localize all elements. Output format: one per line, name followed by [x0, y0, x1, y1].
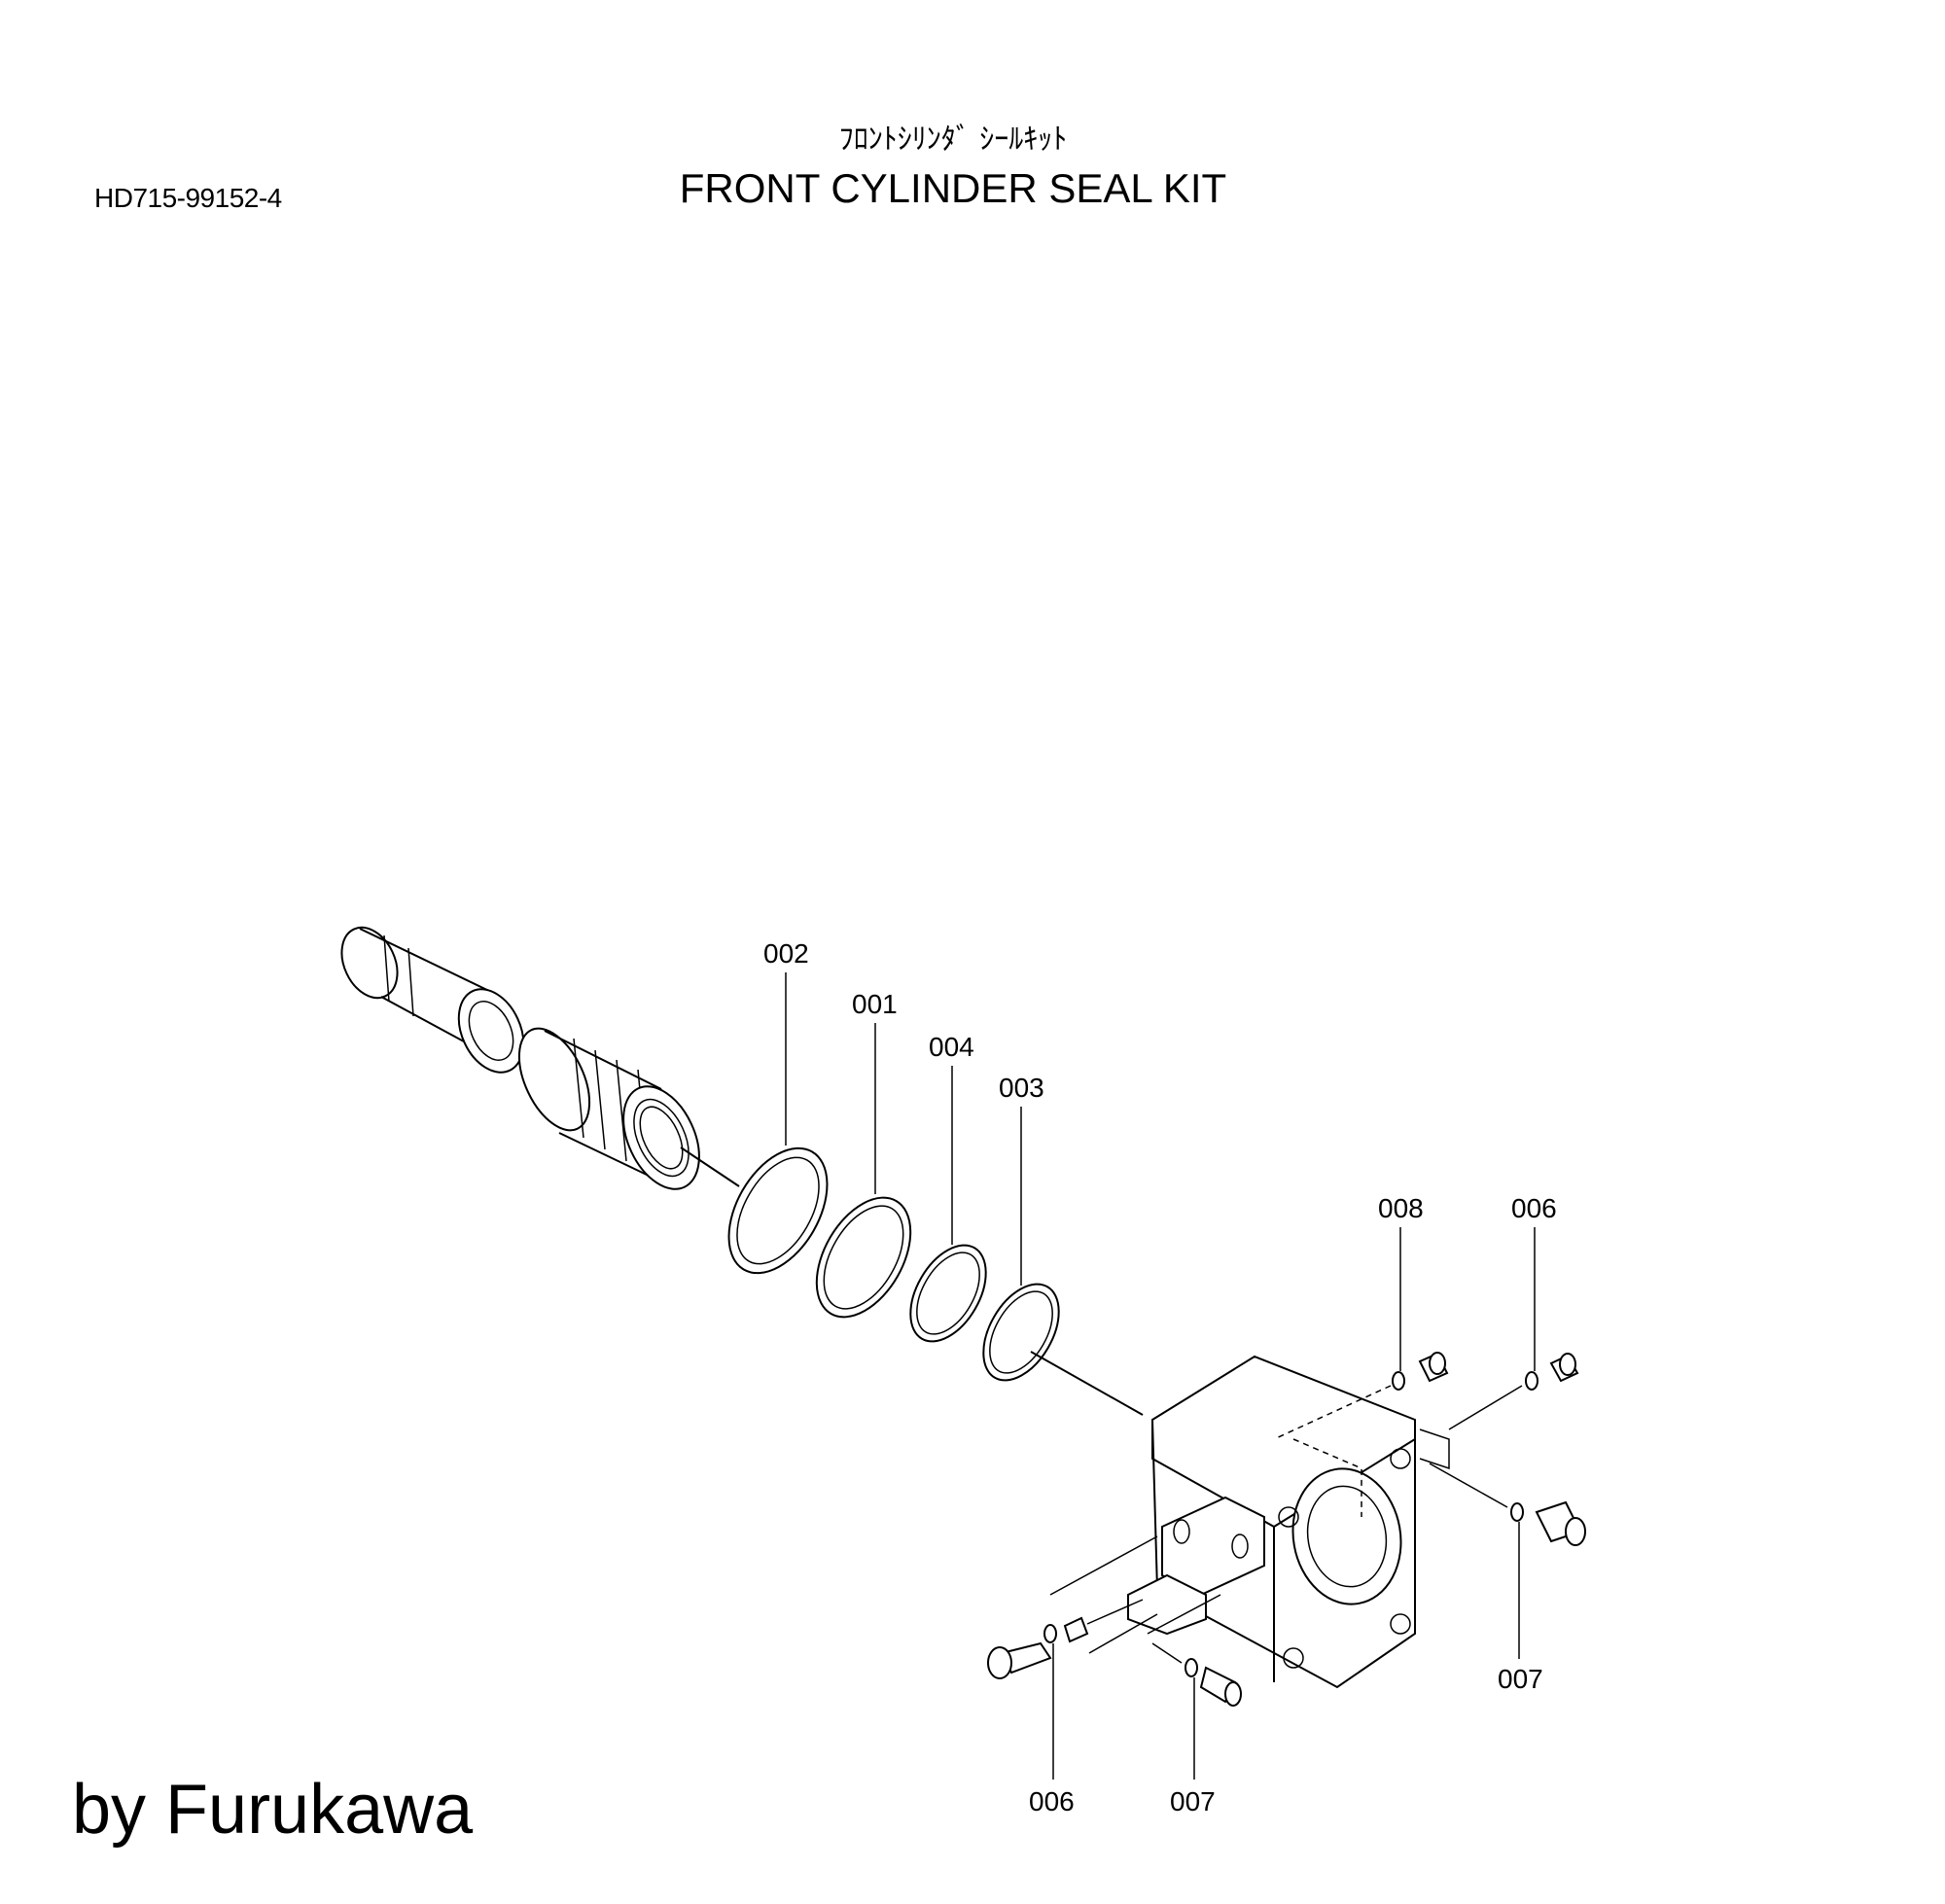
seal-ring-004: [909, 1244, 987, 1343]
callout-008: 008: [1378, 1193, 1424, 1223]
callout-002: 002: [763, 938, 809, 969]
callout-006-bottom: 006: [1029, 1786, 1075, 1816]
title-english: FRONT CYLINDER SEAL KIT: [679, 165, 1227, 211]
footer-credit: by Furukawa: [72, 1771, 474, 1849]
cylinder-housing: [1049, 1355, 1450, 1689]
plug-008: [1273, 1352, 1449, 1440]
callout-007-bottom: 007: [1170, 1786, 1216, 1816]
callout-001: 001: [852, 989, 898, 1019]
seal-ring-002: [727, 1146, 829, 1275]
seal-ring-003: [982, 1283, 1144, 1416]
cylinder-sleeve: [340, 926, 525, 1074]
callout-007-right: 007: [1498, 1664, 1543, 1694]
fitting-007-bottom: [1151, 1642, 1242, 1707]
leader-lines: [785, 972, 1536, 1780]
fitting-007-right: [1429, 1463, 1586, 1546]
part-number-code: HD715-99152-4: [94, 183, 282, 213]
seal-ring-001: [815, 1196, 912, 1319]
threaded-piston: [517, 1027, 740, 1190]
callout-004: 004: [929, 1032, 974, 1062]
callout-006-top: 006: [1511, 1193, 1557, 1223]
plug-006-top: [1448, 1353, 1579, 1430]
title-japanese: ﾌﾛﾝﾄｼﾘﾝﾀﾞ ｼｰﾙｷｯﾄ: [838, 123, 1068, 157]
fitting-006-bottom: [987, 1599, 1144, 1679]
callout-003: 003: [999, 1073, 1044, 1103]
